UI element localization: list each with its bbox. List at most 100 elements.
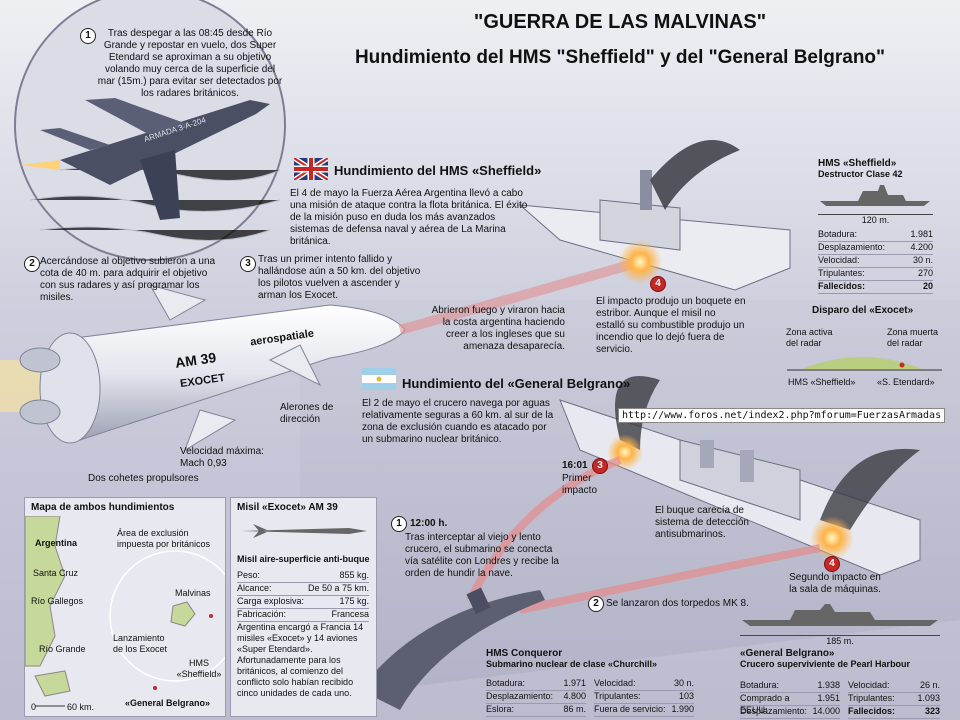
spec-key: Peso:	[237, 570, 261, 580]
map-hms-label: HMS «Sheffield»	[176, 658, 222, 679]
spec-row: Eslora: 86 m.	[486, 704, 586, 717]
spec-row: Carga explosiva:175 kg.	[237, 596, 369, 609]
spec-key: Tripulantes:	[848, 693, 895, 703]
spec-value: 14.000	[812, 706, 840, 716]
belgrano-specs: 185 m. «General Belgrano» Crucero superv…	[740, 600, 940, 669]
spec-key: Fabricación:	[237, 609, 287, 619]
first-impact-badge: 3	[592, 458, 608, 474]
belgrano-text: El 2 de mayo el crucero navega por aguas…	[362, 398, 554, 445]
spec-key: Eslora:	[486, 704, 515, 714]
map-scale-60: 60 km.	[67, 702, 95, 712]
spec-key: Fallecidos:	[848, 706, 896, 716]
spec-row: Desplazamiento:4.800	[486, 691, 586, 704]
exocet-spec-table: Peso: 855 kg. Alcance: De 50 a 75 km. Carga …	[237, 570, 369, 622]
map-islands-label: Malvinas	[175, 588, 211, 598]
map-city-rio-gallegos: Río Gallegos	[31, 596, 84, 606]
spec-value: 1.971	[563, 678, 586, 688]
title-line-2: Hundimiento del HMS "Sheffield" y del "G…	[354, 47, 886, 68]
spec-row: Fallecidos:20	[818, 281, 933, 294]
belgrano-spec-title: «General Belgrano»	[740, 648, 835, 659]
belgrano-heading: Hundimiento del «General Belgrano»	[402, 376, 631, 391]
step-4-text: El impacto produjo un boquete en estribo…	[596, 296, 746, 355]
spec-key: Velocidad:	[818, 255, 860, 265]
spec-value: 30 n.	[673, 678, 694, 688]
belgrano-step-1-badge: 1	[391, 516, 407, 532]
spec-value: 855 kg.	[339, 570, 369, 580]
exocet-panel-subtitle: Misil aire-superficie anti-buque	[237, 554, 370, 564]
title-line-1: "GUERRA DE LAS MALVINAS"	[473, 11, 767, 33]
spec-value: 323	[924, 706, 940, 716]
map-scale-0: 0	[31, 702, 37, 712]
spec-row: Velocidad:26 n.	[848, 680, 940, 693]
sheffield-evasion-text: Abrieron fuego y viraron hacia la costa …	[431, 305, 565, 352]
radar-dead-label: Zona muerta del radar	[887, 327, 939, 348]
torpedo-path-2	[519, 544, 821, 614]
exocet-panel-title: Misil «Exocet» AM 39	[237, 502, 338, 513]
map-launch-label: Lanzamiento de los Exocet	[113, 633, 168, 654]
exocet-missile-illustration	[0, 284, 406, 452]
spec-value: 175 kg.	[339, 596, 369, 606]
belgrano-spec-subtitle: Crucero superviviente de Pearl Harbour	[740, 659, 911, 669]
sheffield-spec-title: HMS «Sheffield»	[818, 158, 897, 169]
step-2-badge: 2	[24, 256, 40, 272]
spec-row: Tripulantes:103	[594, 691, 694, 704]
spec-value: 1.938	[817, 680, 840, 690]
step-2-text: Acercándose al objetivo subieron a una c…	[40, 256, 216, 303]
spec-row: Fallecidos: 323	[848, 706, 940, 719]
source-url: http://www.foros.net/index2.php?mforum=F…	[618, 408, 946, 423]
spec-key: Comprado a EEUU:	[740, 693, 790, 715]
first-impact-time: 16:01	[562, 460, 588, 471]
spec-value: De 50 a 75 km.	[307, 583, 369, 593]
radar-active-label: Zona activa del radar	[786, 327, 833, 348]
belgrano-silhouette	[742, 604, 938, 626]
spec-row: Velocidad:30 n.	[818, 255, 933, 268]
spec-row: Tripulantes:270	[818, 268, 933, 281]
spec-value: 86 m.	[563, 704, 586, 714]
spec-row: Comprado a EEUU: 1.951	[740, 693, 840, 715]
map-country-label: Argentina	[35, 538, 78, 548]
sheffield-specs: HMS «Sheffield» Destructor Clase 42 120 …	[818, 158, 933, 294]
map-city-rio-grande: Río Grande	[39, 644, 86, 654]
spec-value: 1.951	[817, 693, 840, 703]
page-title: "GUERRA DE LAS MALVINAS" Hundimiento del…	[300, 10, 940, 70]
conqueror-title: HMS Conqueror	[486, 648, 563, 659]
spec-key: Alcance:	[237, 583, 272, 593]
spec-key: Botadura:	[740, 680, 780, 690]
spec-value: 270	[917, 268, 933, 278]
spec-key: Desplazamiento:	[740, 706, 808, 716]
spec-value: 4.200	[910, 242, 933, 252]
exocet-silhouette	[241, 524, 367, 538]
step-1-text: Tras despegar a las 08:45 desde Río Gran…	[97, 28, 283, 99]
spec-row: Botadura: 1.981	[818, 229, 933, 242]
second-impact-badge: 4	[824, 556, 840, 572]
sheffield-ship-illustration	[518, 140, 791, 291]
spec-value: Francesa	[331, 609, 369, 619]
conqueror-header: HMS Conqueror Submarino nuclear de clase…	[486, 648, 706, 669]
spec-key: Botadura:	[818, 229, 858, 239]
spec-row: Tripulantes:1.093	[848, 693, 940, 706]
exocet-note: Argentina encargó a Francia 14 misiles «…	[237, 622, 364, 698]
spec-value: 1.990	[671, 704, 694, 714]
spec-row: Botadura: 1.971	[486, 678, 586, 691]
spec-row: Desplazamiento: 14.000	[740, 706, 840, 719]
exocet-fire-diagram: Disparo del «Exocet» Zona activa del rad…	[782, 305, 947, 395]
belgrano-step-1-text: Tras interceptar al viejo y lento crucer…	[405, 532, 559, 579]
map-city-santa-cruz: Santa Cruz	[33, 568, 79, 578]
spec-value: 1.981	[910, 229, 933, 239]
missile-trail	[398, 257, 642, 335]
spec-key: Velocidad:	[848, 680, 890, 690]
map-belgrano-label: «General Belgrano»	[125, 698, 211, 708]
map-panel: Mapa de ambos hundimientos Argentina Áre…	[24, 497, 226, 717]
belgrano-step-2-text: Se lanzaron dos torpedos MK 8.	[606, 598, 749, 609]
spec-key: Botadura:	[486, 678, 526, 688]
sheffield-spec-subtitle: Destructor Clase 42	[818, 169, 903, 179]
missile-fins-label: Alerones de dirección	[280, 402, 334, 425]
step-1-badge: 1	[80, 28, 96, 44]
map-drawing	[25, 516, 225, 707]
exocet-fire-title: Disparo del «Exocet»	[812, 305, 914, 316]
